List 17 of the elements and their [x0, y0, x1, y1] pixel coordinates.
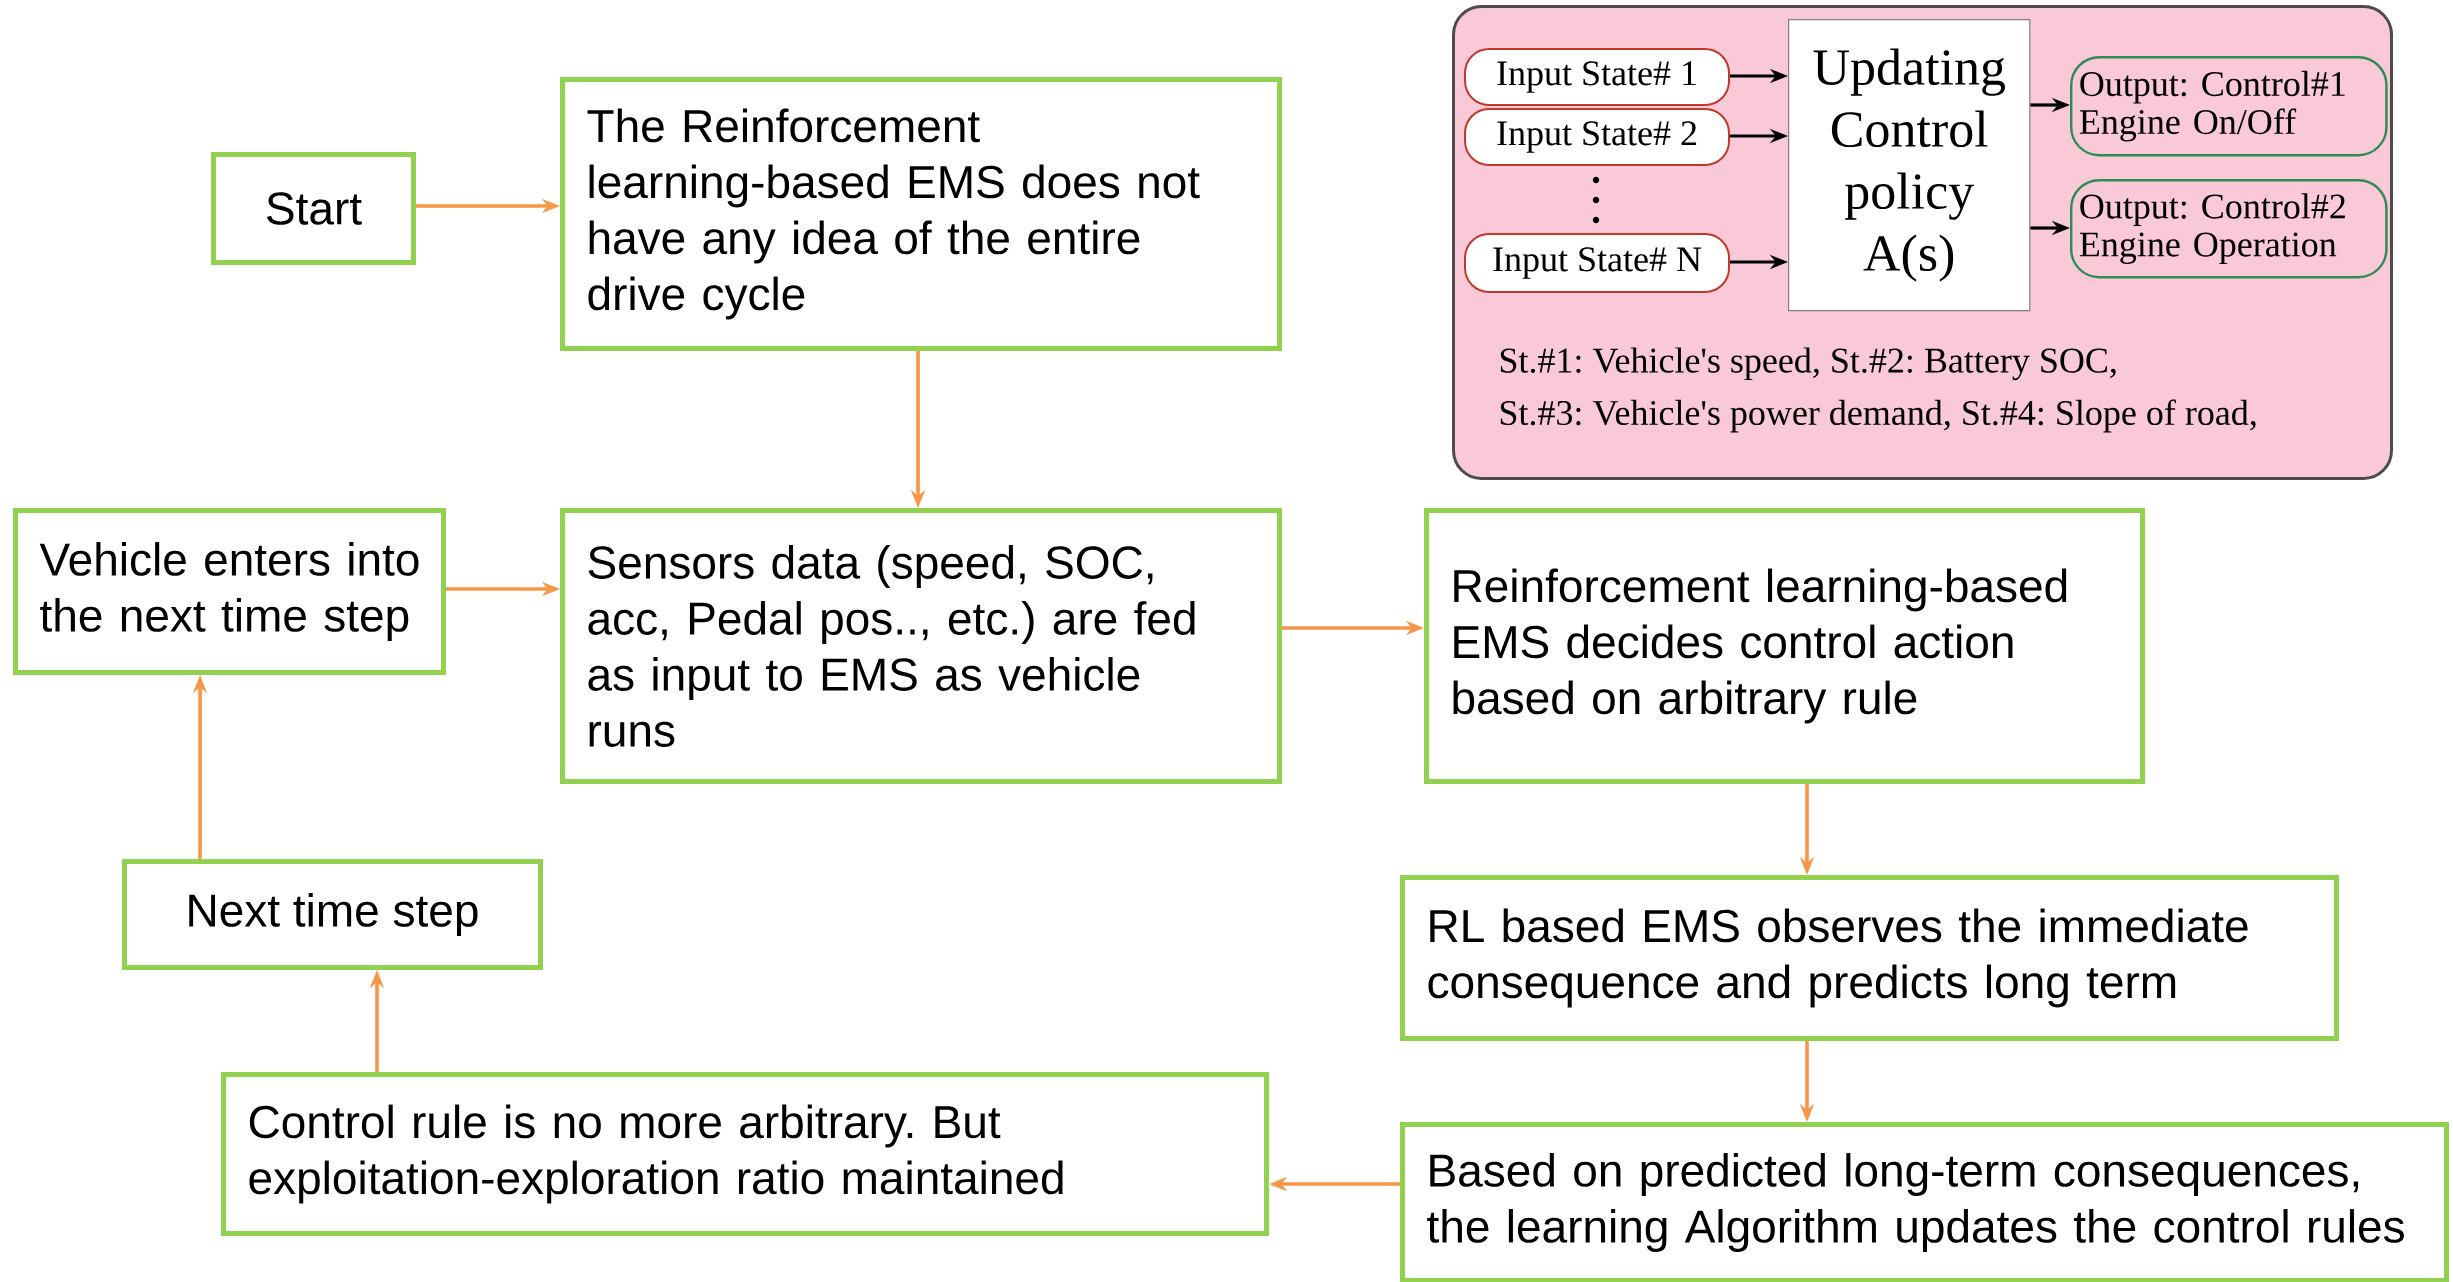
process-box: Start: [211, 152, 416, 265]
process-box: Vehicle enters into the next time step: [13, 508, 446, 675]
process-box: Reinforcement learning-based EMS decides control action based on arbitrary rule: [1424, 508, 2145, 784]
policy-box: Updating Control policy A(s): [1788, 19, 2031, 312]
process-box: RL based EMS observes the immediate consequence and predicts long term: [1400, 875, 2339, 1041]
panel-note: St.#1: Vehicle's speed, St.#2: Battery SOC,: [1500, 347, 2116, 381]
input-box: Input State# 2: [1464, 108, 1730, 166]
process-box: Sensors data (speed, SOC, acc, Pedal pos.., etc.) are fed as input to EMS as vehicle runs: [560, 508, 1282, 784]
output-box: Output: Control#1 Engine On/Off: [2070, 56, 2388, 157]
process-box: Next time step: [122, 859, 543, 970]
process-box: Control rule is no more arbitrary. But exploitation-exploration ratio maintained: [221, 1072, 1269, 1236]
input-box: Input State# N: [1464, 233, 1730, 293]
process-box: Based on predicted long-term consequences, the learning Algorithm updates the control rules: [1400, 1122, 2449, 1282]
output-box: Output: Control#2 Engine Operation: [2070, 179, 2388, 279]
input-box: Input State# 1: [1464, 48, 1730, 106]
process-box: The Reinforcement learning-based EMS does not have any idea of the entire drive cycle: [560, 77, 1282, 351]
panel-note: St.#3: Vehicle's power demand, St.#4: Slope of road,: [1500, 399, 2256, 433]
